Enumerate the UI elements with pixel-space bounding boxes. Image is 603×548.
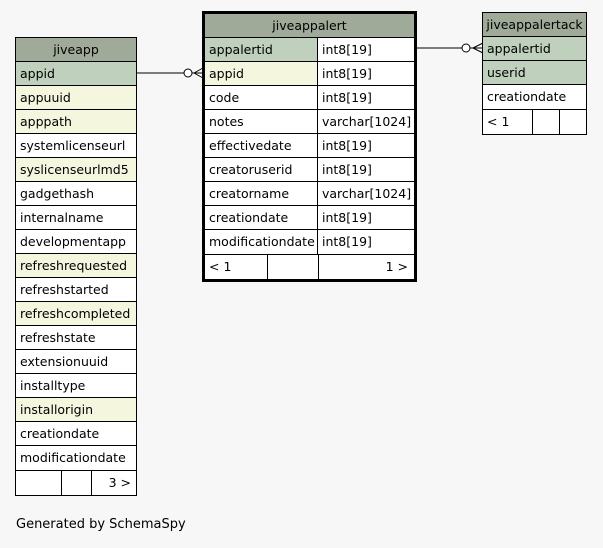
column-name: appalertid bbox=[483, 37, 586, 60]
column-row[interactable]: internalname bbox=[16, 206, 136, 230]
column-type: int8[19] bbox=[322, 66, 372, 81]
column-row[interactable]: extensionuuid bbox=[16, 350, 136, 374]
column-type: varchar[1024] bbox=[322, 186, 412, 201]
column-name: appid bbox=[205, 62, 318, 85]
footer-right bbox=[560, 110, 586, 134]
column-type: int8[19] bbox=[322, 162, 372, 177]
link-jiveapp-to-jiveappalert bbox=[137, 67, 204, 79]
table-header: jiveappalert bbox=[205, 14, 414, 38]
column-row[interactable]: creationdate bbox=[483, 85, 586, 109]
column-row[interactable]: appid int8[19] bbox=[205, 62, 414, 86]
column-name: creationdate bbox=[20, 426, 100, 441]
table-footer: < 1 bbox=[483, 109, 586, 134]
column-row[interactable]: gadgethash bbox=[16, 182, 136, 206]
column-row[interactable]: modificationdate int8[19] bbox=[205, 230, 414, 254]
generated-by-caption: Generated by SchemaSpy bbox=[16, 517, 186, 532]
column-name: installtype bbox=[20, 378, 86, 393]
column-row[interactable]: appalertid int8[19] bbox=[205, 38, 414, 62]
column-name: extensionuuid bbox=[20, 354, 109, 369]
link-jiveappalert-to-jiveappalertack bbox=[416, 42, 484, 54]
column-name: refreshstarted bbox=[20, 282, 109, 297]
column-row[interactable]: installtype bbox=[16, 374, 136, 398]
footer-left bbox=[16, 471, 62, 495]
column-row[interactable]: userid bbox=[483, 61, 586, 85]
column-name: refreshrequested bbox=[16, 254, 136, 277]
column-type: varchar[1024] bbox=[322, 114, 412, 129]
column-row[interactable]: code int8[19] bbox=[205, 86, 414, 110]
column-row[interactable]: notes varchar[1024] bbox=[205, 110, 414, 134]
footer-mid bbox=[62, 471, 92, 495]
column-name: appuuid bbox=[16, 86, 136, 109]
column-name: creatorname bbox=[205, 182, 318, 205]
column-name: internalname bbox=[20, 210, 104, 225]
column-name: notes bbox=[205, 110, 318, 133]
column-type: int8[19] bbox=[322, 42, 372, 57]
column-type: int8[19] bbox=[322, 138, 372, 153]
column-row[interactable]: creatoruserid int8[19] bbox=[205, 158, 414, 182]
column-name: systemlicenseurl bbox=[20, 138, 126, 153]
column-row[interactable]: refreshstarted bbox=[16, 278, 136, 302]
column-row[interactable]: systemlicenseurl bbox=[16, 134, 136, 158]
column-row[interactable]: refreshcompleted bbox=[16, 302, 136, 326]
column-name: appalertid bbox=[205, 38, 318, 61]
column-row[interactable]: syslicenseurlmd5 bbox=[16, 158, 136, 182]
column-row[interactable]: installorigin bbox=[16, 398, 136, 422]
column-name: installorigin bbox=[16, 398, 136, 421]
column-name: apppath bbox=[16, 110, 136, 133]
column-name: refreshcompleted bbox=[16, 302, 136, 325]
column-name: gadgethash bbox=[20, 186, 95, 201]
footer-left: < 1 bbox=[483, 110, 533, 134]
column-row[interactable]: creationdate int8[19] bbox=[205, 206, 414, 230]
table-footer: 3 > bbox=[16, 470, 136, 495]
footer-right: 1 > bbox=[385, 259, 408, 274]
column-row[interactable]: developmentapp bbox=[16, 230, 136, 254]
column-type: int8[19] bbox=[322, 210, 372, 225]
footer-mid bbox=[533, 110, 560, 134]
column-name: modificationdate bbox=[205, 230, 318, 254]
column-row[interactable]: appuuid bbox=[16, 86, 136, 110]
table-header: jiveapp bbox=[16, 38, 136, 62]
column-row[interactable]: apppath bbox=[16, 110, 136, 134]
table-footer: < 1 1 > bbox=[205, 254, 414, 279]
column-type: int8[19] bbox=[322, 90, 372, 105]
column-name: code bbox=[205, 86, 318, 109]
column-name: syslicenseurlmd5 bbox=[16, 158, 136, 181]
column-name: modificationdate bbox=[20, 450, 126, 465]
footer-right: 3 > bbox=[108, 475, 131, 490]
column-name: appid bbox=[16, 62, 136, 85]
column-row[interactable]: refreshrequested bbox=[16, 254, 136, 278]
table-header: jiveappalertack bbox=[483, 13, 586, 37]
column-row[interactable]: effectivedate int8[19] bbox=[205, 134, 414, 158]
column-name: creationdate bbox=[205, 206, 318, 229]
column-row[interactable]: appalertid bbox=[483, 37, 586, 61]
table-jiveappalert[interactable]: jiveappalert appalertid int8[19] appid int8… bbox=[202, 11, 417, 282]
footer-left: < 1 bbox=[205, 255, 268, 279]
column-name: effectivedate bbox=[205, 134, 318, 157]
column-row[interactable]: creatorname varchar[1024] bbox=[205, 182, 414, 206]
column-row[interactable]: refreshstate bbox=[16, 326, 136, 350]
column-name: creationdate bbox=[487, 89, 567, 104]
column-row[interactable]: modificationdate bbox=[16, 446, 136, 470]
column-type: int8[19] bbox=[322, 234, 372, 249]
column-name: creatoruserid bbox=[205, 158, 318, 181]
column-name: developmentapp bbox=[20, 234, 126, 249]
column-name: refreshstate bbox=[20, 330, 96, 345]
column-row[interactable]: appid bbox=[16, 62, 136, 86]
column-row[interactable]: creationdate bbox=[16, 422, 136, 446]
footer-mid bbox=[268, 255, 319, 279]
column-name: userid bbox=[483, 61, 586, 84]
